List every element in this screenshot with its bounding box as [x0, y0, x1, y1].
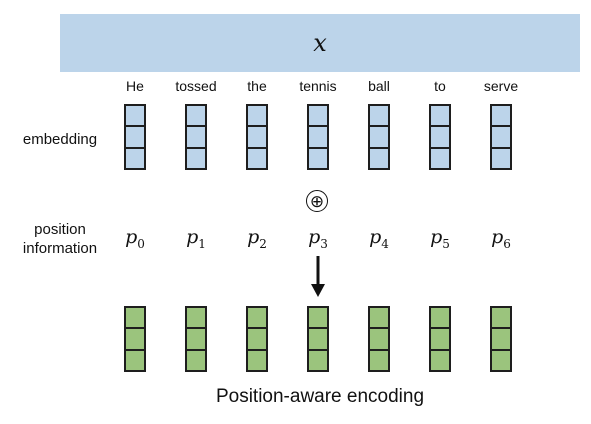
vector-cell [492, 127, 510, 149]
position-symbol: p0 [125, 226, 145, 251]
vector-cell [431, 308, 449, 330]
vector-cell [492, 106, 510, 128]
token-word: the [247, 78, 267, 94]
embedding-vector [490, 104, 512, 170]
vector-cell [309, 148, 327, 168]
embedding-vector [307, 104, 329, 170]
vector-cell [431, 329, 449, 351]
vector-cell [187, 308, 205, 330]
vector-cell [431, 350, 449, 370]
position-aware-vector [429, 306, 451, 372]
token-word: to [434, 78, 446, 94]
vector-cell [492, 148, 510, 168]
vector-cell [248, 329, 266, 351]
embedding-vector [429, 104, 451, 170]
position-symbol: p4 [369, 226, 389, 251]
embedding-vector [185, 104, 207, 170]
vector-cell [126, 329, 144, 351]
vector-cell [248, 148, 266, 168]
vector-cell [370, 127, 388, 149]
vector-cell [126, 350, 144, 370]
down-arrow-icon [311, 256, 325, 297]
position-aware-vector [246, 306, 268, 372]
vector-cell [309, 329, 327, 351]
input-symbol: x [313, 29, 327, 57]
position-aware-vector [185, 306, 207, 372]
token-word: serve [483, 78, 519, 94]
position-label-line1: position [34, 221, 86, 238]
caption: Position-aware encoding [215, 386, 425, 407]
vector-cell [126, 106, 144, 128]
vector-cell [187, 106, 205, 128]
plus-operator-icon: ⊕ [306, 190, 328, 212]
position-aware-vector [368, 306, 390, 372]
vector-cell [309, 350, 327, 370]
vector-cell [370, 350, 388, 370]
token-word: tossed [175, 78, 217, 94]
position-aware-vector [490, 306, 512, 372]
vector-cell [187, 329, 205, 351]
vector-cell [248, 127, 266, 149]
token-word: ball [368, 78, 390, 94]
vector-cell [126, 148, 144, 168]
vector-cell [431, 127, 449, 149]
vector-cell [187, 350, 205, 370]
position-symbol: p5 [430, 226, 450, 251]
embedding-vector [246, 104, 268, 170]
vector-cell [248, 350, 266, 370]
vector-cell [248, 308, 266, 330]
vector-cell [370, 148, 388, 168]
vector-cell [492, 350, 510, 370]
position-symbol: p2 [247, 226, 267, 251]
vector-cell [492, 329, 510, 351]
vector-cell [370, 106, 388, 128]
vector-cell [431, 148, 449, 168]
position-symbol: p6 [491, 226, 511, 251]
embedding-vector [124, 104, 146, 170]
position-aware-vector [124, 306, 146, 372]
vector-cell [126, 127, 144, 149]
vector-cell [431, 106, 449, 128]
embedding-label: embedding [22, 131, 98, 148]
position-label-line2: information [22, 240, 98, 257]
vector-cell [492, 308, 510, 330]
vector-cell [370, 329, 388, 351]
position-symbol: p1 [186, 226, 206, 251]
vector-cell [309, 106, 327, 128]
vector-cell [248, 106, 266, 128]
vector-cell [126, 308, 144, 330]
input-sequence-bar: x [60, 14, 580, 72]
vector-cell [370, 308, 388, 330]
vector-cell [309, 127, 327, 149]
token-word: He [126, 78, 144, 94]
position-aware-vector [307, 306, 329, 372]
position-symbol: p3 [308, 226, 328, 251]
vector-cell [187, 148, 205, 168]
vector-cell [309, 308, 327, 330]
vector-cell [187, 127, 205, 149]
embedding-vector [368, 104, 390, 170]
token-word: tennis [299, 78, 337, 94]
position-information-label: position information [0, 220, 120, 258]
